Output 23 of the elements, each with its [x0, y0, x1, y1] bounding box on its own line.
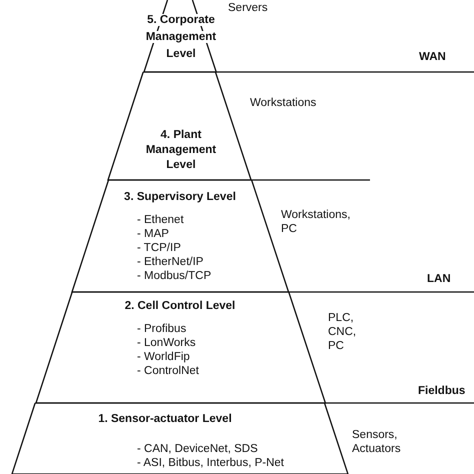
network-label: Fieldbus	[418, 384, 466, 398]
device-label: Servers	[228, 1, 269, 15]
network-label: WAN	[419, 50, 447, 64]
protocol-list-item: - Ethenet	[136, 213, 184, 227]
protocol-list-item: - LonWorks	[136, 336, 196, 350]
protocol-list-item: - ASI, Bitbus, Interbus, P-Net	[136, 456, 284, 470]
device-label: Workstations	[250, 96, 318, 110]
protocol-list-item: - MAP	[136, 227, 169, 241]
device-label: Sensors, Actuators	[352, 428, 402, 456]
device-label: PLC, CNC, PC	[328, 311, 358, 353]
protocol-list-item: - WorldFip	[136, 350, 190, 364]
protocol-list-item: - CAN, DeviceNet, SDS	[136, 442, 258, 456]
level-heading: 4. Plant Management Level	[144, 128, 218, 173]
protocol-list-item: - Profibus	[136, 322, 186, 336]
protocol-list-item: - ControlNet	[136, 364, 199, 378]
network-label: LAN	[427, 272, 452, 286]
protocol-list-item: - Modbus/TCP	[136, 269, 212, 283]
device-label: Workstations, PC	[281, 208, 352, 236]
level-heading: 2. Cell Control Level	[124, 299, 236, 313]
protocol-list-item: - TCP/IP	[136, 241, 181, 255]
protocol-list-item: - EtherNet/IP	[136, 255, 204, 269]
level-heading: 3. Supervisory Level	[123, 190, 237, 204]
level-heading: 1. Sensor-actuator Level	[97, 412, 233, 426]
